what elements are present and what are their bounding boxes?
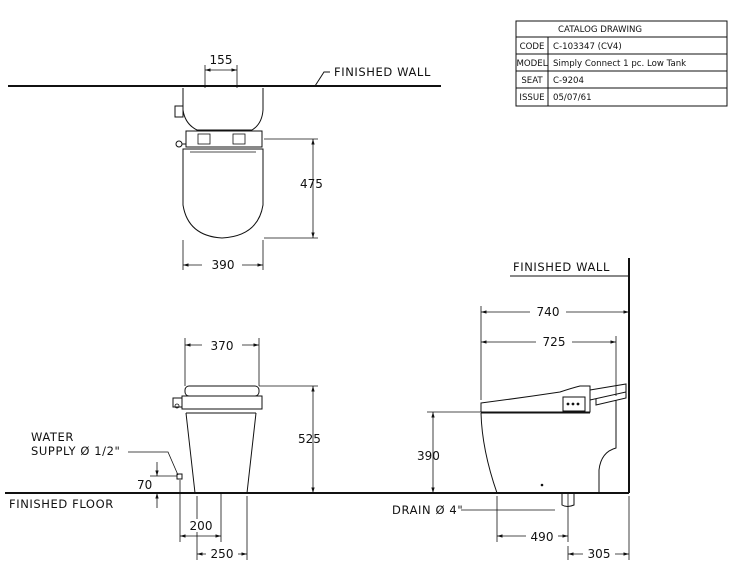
finished-wall-side-label: FINISHED WALL	[513, 260, 610, 274]
dim-490: 490	[531, 530, 554, 544]
side-drain-pipe	[561, 493, 575, 507]
title-block-header: CATALOG DRAWING	[558, 25, 642, 35]
dim-525: 525	[298, 432, 321, 446]
dim-475: 475	[300, 177, 323, 191]
top-bidet-head	[185, 130, 263, 148]
dim-370: 370	[211, 339, 234, 353]
drain-label: DRAIN Ø 4"	[392, 503, 463, 517]
front-pedestal	[185, 412, 257, 494]
finished-wall-top-label: FINISHED WALL	[334, 65, 431, 79]
front-view: WATER SUPPLY Ø 1/2" 370 525 70 200 250	[31, 338, 321, 561]
water-supply-label-1: WATER	[31, 430, 74, 444]
top-supply-valve	[174, 105, 184, 118]
dim-390-side: 390	[417, 449, 440, 463]
title-block-value-code: C-103347 (CV4)	[553, 42, 622, 52]
side-control-panel	[562, 396, 586, 412]
side-seat-lid	[480, 385, 591, 413]
dim-390-top: 390	[212, 258, 235, 272]
front-lid	[184, 385, 260, 397]
title-block-value-issue: 05/07/61	[553, 93, 592, 103]
title-block-key-issue: ISSUE	[519, 93, 544, 103]
side-bowl	[480, 400, 617, 494]
front-seat	[181, 395, 263, 410]
side-tank	[589, 383, 627, 412]
water-supply-leader	[128, 451, 179, 476]
title-block-key-code: CODE	[520, 42, 545, 52]
water-supply-inlet	[176, 473, 183, 480]
top-seat-lid	[182, 148, 264, 239]
dim-725: 725	[543, 335, 566, 349]
dim-70: 70	[137, 478, 152, 492]
title-block-key-model: MODEL	[516, 59, 547, 69]
top-side-knob	[175, 140, 183, 148]
title-block-value-model: Simply Connect 1 pc. Low Tank	[553, 59, 686, 69]
side-view: FINISHED WALL DRAIN Ø 4" 740 725 3	[392, 258, 630, 561]
title-block-key-seat: SEAT	[521, 76, 543, 86]
dim-740: 740	[537, 305, 560, 319]
title-block-value-seat: C-9204	[553, 76, 584, 86]
dim-305: 305	[588, 547, 611, 561]
dim-200: 200	[190, 519, 213, 533]
title-block: CATALOG DRAWING CODE C-103347 (CV4) MODE…	[515, 20, 728, 107]
dim-155: 155	[210, 53, 233, 67]
finished-wall-top-leader	[314, 71, 330, 87]
finished-floor-label: FINISHED FLOOR	[9, 497, 114, 511]
water-supply-label-2: SUPPLY Ø 1/2"	[31, 444, 120, 458]
top-view: FINISHED WALL 155 475 390	[8, 53, 441, 272]
dim-250: 250	[211, 547, 234, 561]
top-tank	[182, 88, 264, 131]
